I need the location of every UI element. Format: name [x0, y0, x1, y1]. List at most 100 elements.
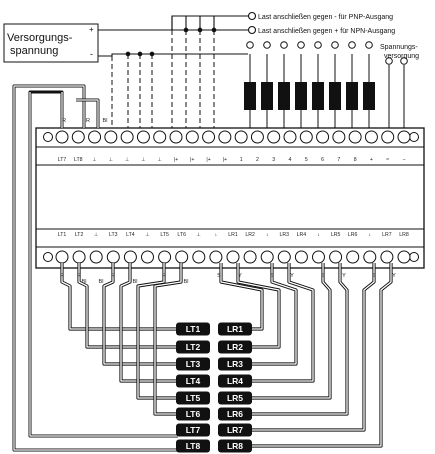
- transmitter-tag-label: LT1: [186, 324, 201, 334]
- mount-hole-br: [409, 252, 419, 262]
- supply-plus-sign: +: [89, 25, 94, 34]
- bottom-screw-19: [363, 250, 377, 264]
- top-screw-1: [55, 130, 69, 144]
- top-screw-16: [299, 130, 313, 144]
- bottom-pin-label: LR2: [245, 232, 255, 238]
- bottom-pin-label: LR6: [348, 232, 358, 238]
- bottom-screw-12: [243, 250, 257, 264]
- transmitter-tag-label: LT4: [186, 376, 201, 386]
- load-terminal: [280, 41, 288, 49]
- top-screw-14: [267, 130, 281, 144]
- pnp-note: Last anschließen gegen - für PNP-Ausgang: [258, 14, 393, 21]
- load-terminal: [314, 41, 322, 49]
- top-screw-20: [364, 130, 378, 144]
- wire-color-letter: Bl: [103, 118, 108, 124]
- top-screw-8: [169, 130, 183, 144]
- load-resistor: [346, 82, 358, 110]
- supply-box: Versorgungs- spannung + -: [3, 23, 99, 63]
- mount-hole-tl: [43, 132, 53, 142]
- top-screw-5: [120, 130, 134, 144]
- bottom-screw-20: [380, 250, 394, 264]
- supply-right-line1: Spannungs-: [380, 44, 418, 51]
- receiver-tag: [218, 340, 252, 354]
- load-resistor: [312, 82, 324, 110]
- supply-box-line2: spannung: [10, 45, 58, 57]
- transmitter-tag-label: LT5: [186, 393, 201, 403]
- top-screw-18: [332, 130, 346, 144]
- top-pin-label: |+: [206, 157, 210, 163]
- bottom-screw-2: [72, 250, 86, 264]
- wire-color-letter: Y: [392, 273, 396, 279]
- top-pin-label: 1: [240, 157, 243, 163]
- transmitter-tag: [176, 407, 210, 421]
- left-return-cables: [12, 84, 178, 452]
- top-pin-label: 4: [289, 157, 292, 163]
- transmitter-tag: [176, 391, 210, 405]
- bottom-pin-label: LR1: [228, 232, 238, 238]
- load-terminal: [297, 41, 305, 49]
- top-pin-label: |+: [190, 157, 194, 163]
- mount-hole-bl: [43, 252, 53, 262]
- wire-color-letter: Y: [342, 273, 346, 279]
- wire-color-letter: R: [77, 273, 81, 279]
- receiver-tag: [218, 423, 252, 437]
- receiver-tag-label: LR5: [227, 393, 243, 403]
- wire-color-letter: Bl: [184, 279, 189, 285]
- load-resistor: [244, 82, 256, 110]
- bottom-terminal-row: [55, 250, 411, 264]
- bottom-pin-label: ↓: [266, 232, 269, 238]
- top-screw-22: [397, 130, 411, 144]
- bottom-screw-18: [346, 250, 360, 264]
- bottom-pin-label: LR5: [331, 232, 341, 238]
- top-pin-label: 7: [337, 157, 340, 163]
- wire-color-letter: S: [321, 273, 325, 279]
- transmitter-tag: [176, 439, 210, 453]
- receiver-tag-label: LR4: [227, 376, 243, 386]
- bottom-pin-label: ⊥: [94, 232, 99, 238]
- transmitter-tag-label: LT6: [186, 409, 201, 419]
- bottom-screw-7: [158, 250, 172, 264]
- module-frame: [35, 127, 425, 269]
- dashed-wires: [111, 30, 215, 128]
- transmitter-tag-label: LT7: [186, 425, 201, 435]
- top-pin-label: ⊥: [92, 157, 97, 163]
- top-pin-label: −: [402, 157, 405, 163]
- sensor-tags: LT1LT2LT3LT4LT5LT6LT7LT8LR1LR2LR3LR4LR5L…: [176, 322, 252, 453]
- wire-color-letter: Bl: [82, 279, 87, 285]
- load-terminal: [348, 41, 356, 49]
- load-resistor: [295, 82, 307, 110]
- top-pin-label: 3: [272, 157, 275, 163]
- load-resistor: [261, 82, 273, 110]
- top-screw-4: [104, 130, 118, 144]
- receiver-tag-label: LR1: [227, 324, 243, 334]
- wire-color-letter: Bl: [99, 279, 104, 285]
- bottom-screw-10: [209, 250, 223, 264]
- load-resistors: [244, 41, 408, 128]
- bottom-pin-label: LT6: [177, 232, 186, 238]
- top-pin-label: 6: [321, 157, 324, 163]
- bottom-screw-21: [397, 250, 411, 264]
- bottom-pin-label: ↓: [369, 232, 372, 238]
- bottom-pin-label: LR3: [280, 232, 290, 238]
- top-pin-label: 8: [354, 157, 357, 163]
- bottom-screw-8: [175, 250, 189, 264]
- top-pin-label: +: [370, 157, 373, 163]
- top-screw-9: [185, 130, 199, 144]
- transmitter-tag: [176, 322, 210, 336]
- supply-right-line2: versorgung: [384, 53, 419, 60]
- top-screw-10: [202, 130, 216, 144]
- load-resistor: [329, 82, 341, 110]
- bottom-pin-label: ⊥: [145, 232, 150, 238]
- transmitter-tag-label: LT3: [186, 359, 201, 369]
- bottom-pin-label: ↓: [215, 232, 218, 238]
- bottom-screw-15: [294, 250, 308, 264]
- top-pin-label: ⊥: [157, 157, 162, 163]
- bottom-pin-label: LT2: [75, 232, 84, 238]
- wire-color-letter: R: [86, 118, 90, 124]
- bottom-pin-label: LT5: [160, 232, 169, 238]
- top-pin-label: |+: [174, 157, 178, 163]
- transmitter-tag-label: LT8: [186, 441, 201, 451]
